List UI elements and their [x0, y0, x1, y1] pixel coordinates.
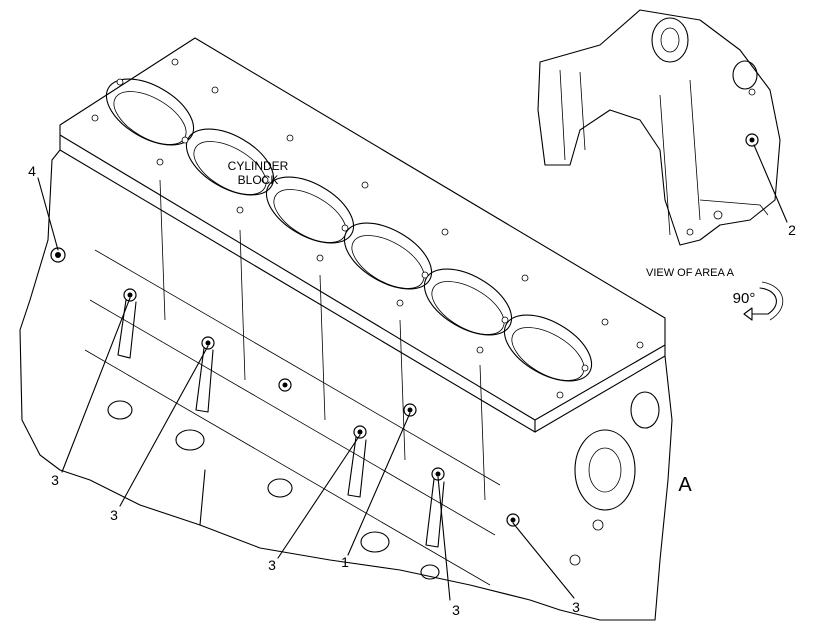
cylinder-block-label-line2: BLOCK [238, 173, 279, 187]
area-a-marker: A [678, 474, 692, 496]
rotation-arrow-icon [743, 281, 784, 321]
callout-3: 3 [110, 507, 118, 523]
callout-3: 3 [51, 472, 59, 488]
cylinder-block-label: CYLINDER [228, 159, 289, 173]
callout-2: 2 [788, 222, 796, 238]
piston-cooling-jets [117, 288, 520, 548]
rotation-angle-label: 90° [733, 290, 756, 307]
plug-fittings [50, 247, 417, 417]
leader-lines [37, 144, 788, 601]
callout-1: 1 [341, 554, 349, 570]
callout-3: 3 [452, 602, 460, 618]
cylinder-bores [105, 78, 593, 382]
callout-4: 4 [28, 163, 36, 179]
cylinder-block-illustration [19, 37, 673, 621]
callout-3: 3 [268, 557, 276, 573]
view-of-area-a-label: VIEW OF AREA A [646, 267, 735, 279]
area-a-inset-view [537, 9, 781, 246]
callout-3: 3 [572, 599, 580, 615]
head-bolt-holes [91, 58, 644, 399]
